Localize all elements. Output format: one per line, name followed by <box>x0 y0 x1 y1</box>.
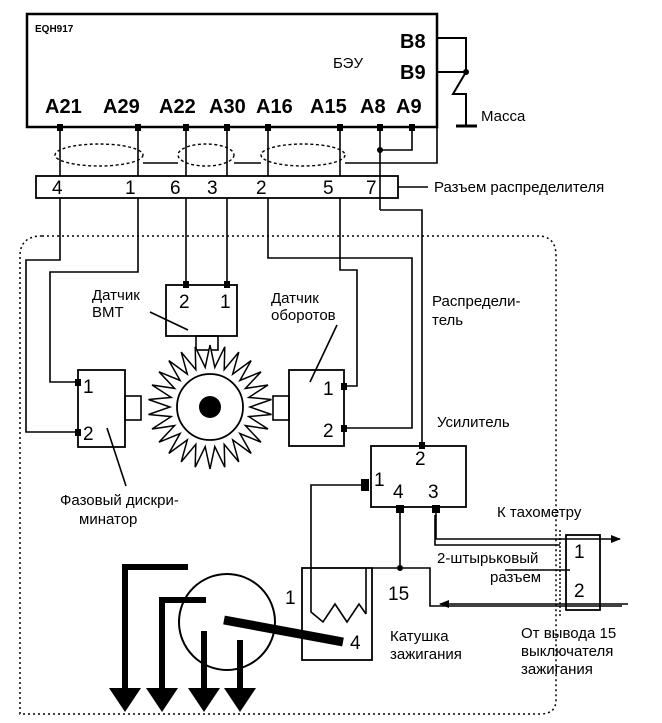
tdc-pin-2: 2 <box>179 292 190 313</box>
ecu-pin-a15: A15 <box>310 96 347 118</box>
ecu-pin-a9: A9 <box>396 96 422 118</box>
speed-sensor: 1 2 Датчик оборотов <box>271 290 347 447</box>
speed-sensor-pin-2: 2 <box>323 421 334 442</box>
speed-sensor-label-2: оборотов <box>271 307 336 324</box>
rotor <box>148 344 272 470</box>
ignition-switch-label-2: выключателя <box>521 643 613 660</box>
connector-pin-2: 2 <box>256 178 267 199</box>
ecu-pin-a29: A29 <box>103 96 140 118</box>
discriminator-label-2: минатор <box>79 511 137 528</box>
shielded-cables <box>54 128 438 210</box>
speed-sensor-label-1: Датчик <box>271 290 319 307</box>
ecu-name: БЭУ <box>333 55 363 72</box>
coil-label-2: зажигания <box>390 646 462 663</box>
distributor-connector: 4 1 6 3 2 5 7 Разъем распределителя <box>35 175 604 199</box>
tdc-sensor: 2 1 Датчик ВМТ <box>92 281 238 351</box>
ground-wiring: Масса <box>437 37 526 128</box>
connector-pin-4: 4 <box>52 178 63 199</box>
ecu-pin-a8: A8 <box>360 96 386 118</box>
ground-label: Масса <box>481 108 526 125</box>
connector-pin-3: 3 <box>207 178 218 199</box>
ignition-wiring: К тахометру <box>310 484 628 608</box>
tachometer-label: К тахометру <box>497 504 582 521</box>
tdc-pin-1: 1 <box>220 292 231 313</box>
two-pin-connector-label-2: разъем <box>490 569 541 586</box>
distributor-cap <box>109 564 344 712</box>
connector-pin-7: 7 <box>366 178 377 199</box>
two-pin-connector-pin-2: 2 <box>574 581 585 602</box>
coil-pin-4: 4 <box>350 633 361 654</box>
ignition-switch-label-3: зажигания <box>521 661 593 678</box>
distributor-wiring <box>25 198 423 446</box>
coil-pin-1: 1 <box>285 588 296 609</box>
amplifier-label: Усилитель <box>437 414 510 431</box>
coil-label-1: Катушка <box>390 628 449 645</box>
distributor-label-1: Распредели- <box>432 293 521 310</box>
amplifier: 2 1 4 3 Усилитель <box>361 414 510 513</box>
amplifier-pin-3: 3 <box>428 482 439 503</box>
phase-discriminator: 1 2 Фазовый дискри- минатор <box>60 369 179 528</box>
amplifier-pin-4: 4 <box>393 482 404 503</box>
distributor-outline <box>19 235 557 715</box>
ecu-pin-a22: A22 <box>159 96 196 118</box>
distributor-label-2: тель <box>432 312 463 329</box>
amplifier-pin-2: 2 <box>415 449 426 470</box>
two-pin-connector-pin-1: 1 <box>574 542 585 563</box>
discriminator-pin-2: 2 <box>83 424 94 445</box>
ignition-switch-label-1: От вывода 15 <box>521 625 616 642</box>
connector-pin-5: 5 <box>323 178 334 199</box>
connector-pin-1: 1 <box>125 178 136 199</box>
discriminator-label-1: Фазовый дискри- <box>60 492 179 509</box>
ecu-pin-stubs <box>57 124 415 131</box>
speed-sensor-pin-1: 1 <box>323 379 334 400</box>
ecu-pin-a16: A16 <box>256 96 293 118</box>
two-pin-connector-label-1: 2-штырьковый <box>437 550 538 567</box>
tdc-sensor-label-1: Датчик <box>92 287 140 304</box>
ignition-coil: 1 15 4 Катушка зажигания <box>285 567 462 663</box>
distributor-connector-label: Разъем распределителя <box>434 179 604 196</box>
two-pin-connector: 1 2 2-штырьковый разъем От вывода 15 вык… <box>437 530 616 678</box>
ecu-block: EQH917 БЭУ B8 B9 A21 A29 A22 A30 A16 A15… <box>25 12 439 129</box>
ecu-code: EQH917 <box>35 24 74 35</box>
connector-pin-6: 6 <box>170 178 181 199</box>
coil-pin-15: 15 <box>388 584 409 605</box>
ecu-pin-a21: A21 <box>45 96 82 118</box>
ecu-pin-b8: B8 <box>400 31 426 53</box>
ecu-pin-a30: A30 <box>209 96 246 118</box>
amplifier-pin-1: 1 <box>374 470 385 491</box>
ecu-pin-b9: B9 <box>400 62 426 84</box>
tdc-sensor-label-2: ВМТ <box>92 304 124 321</box>
discriminator-pin-1: 1 <box>83 377 94 398</box>
